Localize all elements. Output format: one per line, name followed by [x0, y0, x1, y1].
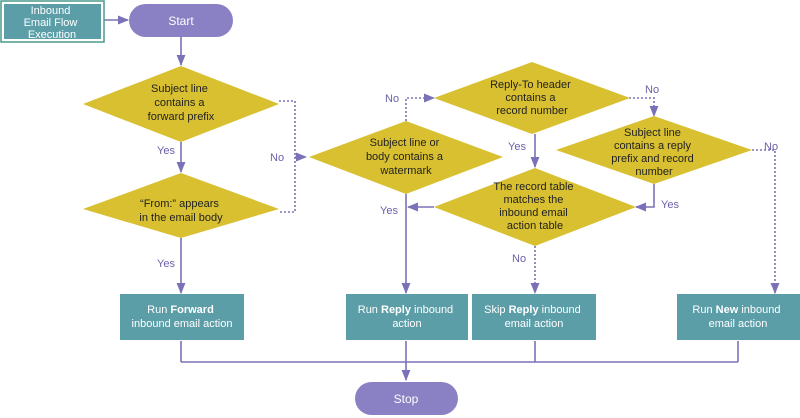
watermark-line-1: Subject line or: [370, 137, 440, 149]
svg-text:Run Reply inbound action: Run Reply inbound action: [358, 304, 457, 330]
reply-bold: Reply: [381, 304, 412, 316]
label-yes-watermark: Yes: [380, 205, 398, 217]
svg-text:Subject line or body con: Subject line or body contains a watermar…: [366, 137, 446, 177]
svg-text:Skip Reply inbound email: Skip Reply inbound email action: [484, 304, 584, 330]
watermark-line-3: watermark: [379, 165, 432, 177]
reply-prefix-line-2: contains a reply: [614, 140, 692, 152]
title-line-2: Email Flow: [24, 17, 78, 29]
record-table-line-4: action table: [507, 220, 563, 232]
new-bold: New: [716, 304, 739, 316]
skip-post: inbound: [539, 304, 581, 316]
edge-replyprefix-no-to-new: [752, 149, 780, 295]
svg-text:Inbound Email Flow: Inbound Email Flow Execution: [24, 5, 81, 41]
decision-replyto: Reply-To header contains a record number: [434, 62, 630, 134]
from-body-line-1: “From:” appears: [140, 198, 219, 210]
forward-prefix-line-1: Subject line: [151, 83, 208, 95]
edge-labels: Yes Yes No No No Yes Yes Yes No No: [157, 84, 778, 270]
reply-post: inbound: [411, 304, 453, 316]
reply-prefix-line-3: prefix and record: [611, 153, 694, 165]
label-no-replyto: No: [645, 84, 659, 96]
action-reply: Run Reply inbound action: [346, 294, 468, 340]
stop-label: Stop: [394, 392, 419, 406]
skip-pre: Skip: [484, 304, 508, 316]
reply-line-2: action: [392, 318, 421, 330]
decision-watermark: Subject line or body contains a watermar…: [309, 121, 503, 194]
title-line-3: Execution: [28, 29, 76, 41]
svg-text:Run Forward inbound emai: Run Forward inbound email action: [132, 304, 233, 330]
replyto-line-3: record number: [496, 105, 568, 117]
label-no-from: No: [270, 152, 284, 164]
skip-bold: Reply: [509, 304, 540, 316]
edge-replyto-no-to-replyprefix: [629, 97, 659, 118]
new-line-2: email action: [709, 318, 768, 330]
stop-terminal: Stop: [355, 382, 458, 415]
forward-line-2: inbound email action: [132, 318, 233, 330]
from-body-line-2: in the email body: [139, 212, 223, 224]
start-label: Start: [168, 14, 194, 28]
edge-replyprefix-yes-to-table: [634, 184, 655, 212]
svg-text:Subject line contains a: Subject line contains a forward prefix: [148, 83, 215, 123]
edge-watermark-no-to-replyto: [405, 93, 436, 121]
decision-record-table: The record table matches the inbound ema…: [434, 168, 636, 246]
watermark-line-2: body contains a: [366, 151, 444, 163]
title-line-1: Inbound: [31, 5, 71, 17]
action-new: Run New inbound email action: [677, 294, 800, 340]
decision-forward-prefix: Subject line contains a forward prefix: [83, 66, 279, 142]
forward-bold: Forward: [170, 304, 213, 316]
action-skip-reply: Skip Reply inbound email action: [472, 294, 596, 340]
replyto-line-1: Reply-To header: [490, 79, 571, 91]
decision-reply-prefix: Subject line contains a reply prefix and…: [556, 116, 752, 184]
edge-forward-prefix-no: [279, 100, 296, 213]
svg-text:The record table matches: The record table matches the inbound ema…: [493, 181, 576, 232]
svg-text:Run New inbound email ac: Run New inbound email action: [692, 304, 783, 330]
record-table-line-2: matches the: [504, 194, 564, 206]
label-yes-replyto: Yes: [508, 141, 526, 153]
forward-prefix-line-2: contains a: [154, 97, 205, 109]
forward-pre: Run: [147, 304, 170, 316]
replyto-line-2: contains a: [505, 92, 556, 104]
start-terminal: Start: [129, 4, 233, 37]
svg-text:“From:” appears in the e: “From:” appears in the email body: [139, 198, 223, 224]
reply-prefix-line-1: Subject line: [624, 127, 681, 139]
label-yes-forward: Yes: [157, 145, 175, 157]
forward-prefix-line-3: forward prefix: [148, 111, 215, 123]
reply-prefix-line-4: number: [635, 166, 673, 178]
label-no-watermark: No: [385, 93, 399, 105]
record-table-line-3: inbound email: [499, 207, 568, 219]
new-post: inbound: [738, 304, 780, 316]
label-yes-replyprefix: Yes: [661, 199, 679, 211]
action-forward: Run Forward inbound email action: [120, 294, 244, 340]
new-pre: Run: [692, 304, 715, 316]
title-box: Inbound Email Flow Execution: [0, 0, 105, 43]
connectors: [104, 15, 780, 382]
decision-from-body: “From:” appears in the email body: [83, 173, 279, 238]
label-no-table: No: [512, 253, 526, 265]
label-yes-from: Yes: [157, 258, 175, 270]
record-table-line-1: The record table: [493, 181, 573, 193]
svg-text:Reply-To header contains: Reply-To header contains a record number: [490, 79, 574, 117]
reply-pre: Run: [358, 304, 381, 316]
svg-text:Subject line contains a: Subject line contains a reply prefix and…: [611, 127, 697, 178]
label-no-replyprefix: No: [764, 141, 778, 153]
skip-line-2: email action: [505, 318, 564, 330]
